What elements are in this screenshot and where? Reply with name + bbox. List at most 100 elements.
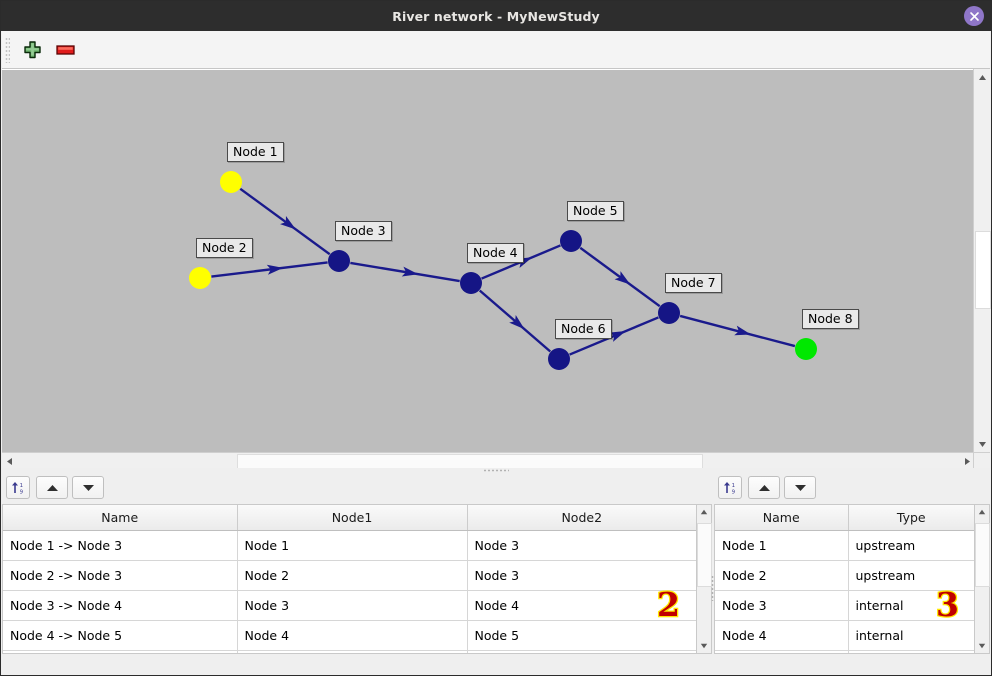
nodes-sort-button[interactable]: 1 9 bbox=[718, 476, 742, 499]
nodes-column-header[interactable]: Type bbox=[848, 505, 974, 531]
reaches-cell[interactable]: Node 4 bbox=[467, 590, 696, 621]
nodes-cell[interactable]: upstream bbox=[848, 560, 974, 591]
graph-node-node5[interactable] bbox=[560, 230, 582, 252]
graph-node-label-node8[interactable]: Node 8 bbox=[802, 309, 859, 329]
delete-node-button[interactable] bbox=[54, 38, 78, 62]
reaches-cell[interactable]: Node 1 -> Node 3 bbox=[3, 530, 238, 561]
reaches-cell[interactable] bbox=[467, 650, 696, 653]
graph-node-node2[interactable] bbox=[189, 267, 211, 289]
canvas-horizontal-scrollbar[interactable] bbox=[2, 452, 974, 470]
vertical-splitter[interactable] bbox=[710, 503, 714, 673]
reaches-column-header[interactable]: Name bbox=[3, 505, 238, 531]
graph-node-label-node2[interactable]: Node 2 bbox=[196, 238, 253, 258]
reaches-cell[interactable]: Node 3 bbox=[237, 590, 468, 621]
graph-node-node1[interactable] bbox=[220, 171, 242, 193]
reaches-cell[interactable]: Node 4 bbox=[237, 620, 468, 651]
graph-edge[interactable] bbox=[579, 246, 661, 308]
reaches-cell[interactable]: Node 3 -> Node 4 bbox=[3, 590, 238, 621]
horizontal-splitter[interactable] bbox=[2, 468, 990, 473]
nodes-cell[interactable]: Node 2 bbox=[715, 560, 849, 591]
nodes-move-down-button[interactable] bbox=[784, 476, 816, 499]
reaches-cell[interactable]: Node 2 bbox=[237, 560, 468, 591]
graph-node-label-node3[interactable]: Node 3 bbox=[335, 221, 392, 241]
graph-edge[interactable] bbox=[478, 289, 552, 353]
canvas-scroll-up-button[interactable] bbox=[974, 69, 990, 85]
network-graph-canvas[interactable]: Node 1 Node 2 Node 3 Node 4 Node 5 Node 6 Node… bbox=[2, 69, 990, 469]
canvas-vscroll-thumb[interactable] bbox=[975, 231, 991, 309]
graph-node-label-node1[interactable]: Node 1 bbox=[227, 142, 284, 162]
table-row[interactable] bbox=[715, 650, 974, 653]
canvas-scroll-left-button[interactable] bbox=[2, 453, 16, 469]
nodes-scroll-down-button[interactable] bbox=[975, 639, 989, 653]
nodes-cell[interactable]: Node 3 bbox=[715, 590, 849, 621]
nodes-scroll-thumb[interactable] bbox=[975, 523, 990, 587]
reaches-move-up-button[interactable] bbox=[36, 476, 68, 499]
reaches-cell[interactable]: Node 5 bbox=[467, 620, 696, 651]
reaches-cell[interactable]: Node 3 bbox=[467, 530, 696, 561]
reaches-sort-button[interactable]: 1 9 bbox=[6, 476, 30, 499]
nodes-cell[interactable] bbox=[848, 650, 974, 653]
reaches-scroll-down-button[interactable] bbox=[697, 639, 711, 653]
graph-edge[interactable] bbox=[569, 316, 659, 356]
reaches-cell[interactable]: Node 1 bbox=[237, 530, 468, 561]
graph-node-label-node4[interactable]: Node 4 bbox=[467, 243, 524, 263]
reaches-cell[interactable] bbox=[3, 650, 238, 653]
close-button[interactable] bbox=[964, 6, 984, 26]
reaches-cell[interactable] bbox=[237, 650, 468, 653]
graph-node-node6[interactable] bbox=[548, 348, 570, 370]
canvas-vertical-scrollbar[interactable] bbox=[973, 69, 991, 452]
toolbar-drag-handle[interactable] bbox=[5, 37, 10, 63]
reaches-cell[interactable]: Node 4 -> Node 5 bbox=[3, 620, 238, 651]
graph-node-node4[interactable] bbox=[460, 272, 482, 294]
nodes-cell[interactable] bbox=[715, 650, 849, 653]
canvas-scroll-right-button[interactable] bbox=[960, 453, 974, 469]
graph-node-label-node7[interactable]: Node 7 bbox=[665, 273, 722, 293]
svg-text:9: 9 bbox=[731, 489, 735, 495]
graph-edge[interactable] bbox=[211, 261, 328, 278]
nodes-table-scrollbar[interactable] bbox=[975, 504, 990, 654]
graph-edge[interactable] bbox=[239, 187, 331, 256]
nodes-cell[interactable]: Node 4 bbox=[715, 620, 849, 651]
nodes-cell[interactable]: internal bbox=[848, 620, 974, 651]
reaches-scroll-up-button[interactable] bbox=[697, 505, 711, 519]
add-node-button[interactable] bbox=[20, 38, 44, 62]
reaches-scroll-thumb[interactable] bbox=[697, 523, 712, 587]
table-row[interactable] bbox=[3, 650, 696, 653]
nodes-cell[interactable]: internal bbox=[848, 590, 974, 621]
nodes-cell[interactable]: upstream bbox=[848, 530, 974, 561]
graph-node-node3[interactable] bbox=[328, 250, 350, 272]
chevron-left-icon bbox=[6, 457, 12, 465]
graph-edge[interactable] bbox=[679, 314, 796, 348]
graph-node-label-node5[interactable]: Node 5 bbox=[567, 201, 624, 221]
reaches-column-header[interactable]: Node2 bbox=[467, 505, 696, 531]
canvas-scroll-down-button[interactable] bbox=[974, 436, 990, 452]
reaches-cell[interactable]: Node 2 -> Node 3 bbox=[3, 560, 238, 591]
graph-node-label-node6[interactable]: Node 6 bbox=[555, 319, 612, 339]
reaches-column-header[interactable]: Node1 bbox=[237, 505, 468, 531]
nodes-cell[interactable]: Node 1 bbox=[715, 530, 849, 561]
reaches-move-down-button[interactable] bbox=[72, 476, 104, 499]
graph-node-node8[interactable] bbox=[795, 338, 817, 360]
nodes-move-up-button[interactable] bbox=[748, 476, 780, 499]
graph-edge[interactable] bbox=[350, 261, 460, 283]
graph-node-node7[interactable] bbox=[658, 302, 680, 324]
nodes-scroll-up-button[interactable] bbox=[975, 505, 989, 519]
nodes-column-header[interactable]: Name bbox=[715, 505, 849, 531]
reaches-cell[interactable]: Node 3 bbox=[467, 560, 696, 591]
